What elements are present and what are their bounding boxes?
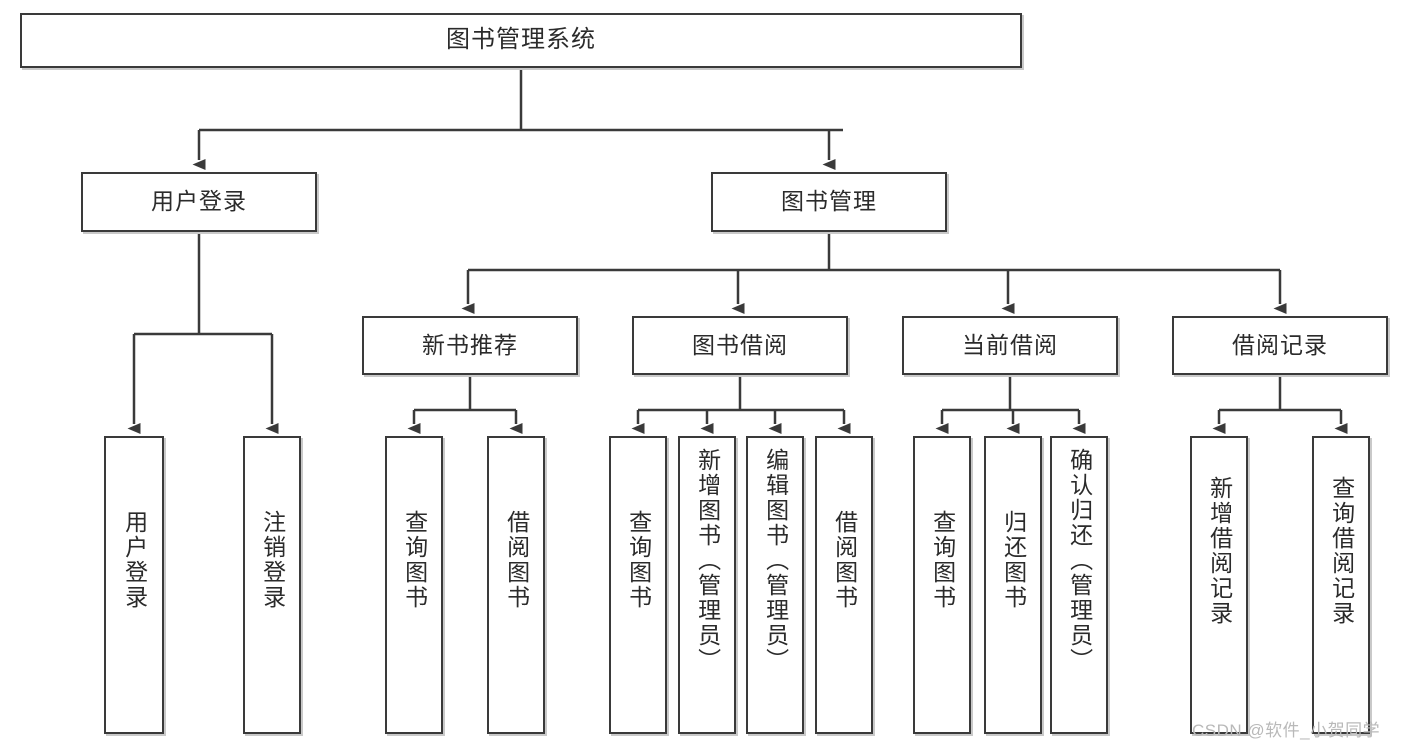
node-label: 用户登录 <box>151 188 247 215</box>
node-label: 用户登录 <box>121 510 148 610</box>
leaf-edit-book-admin[interactable]: 编辑图书（管理员） <box>746 436 804 734</box>
node-label: 图书管理系统 <box>446 26 596 54</box>
node-label: 编辑图书（管理员） <box>762 448 789 673</box>
node-label: 新增图书（管理员） <box>694 448 721 673</box>
node-book-borrow[interactable]: 图书借阅 <box>632 316 848 375</box>
node-label: 借阅图书 <box>831 510 858 610</box>
node-new-book-recommend[interactable]: 新书推荐 <box>362 316 578 375</box>
node-label: 借阅记录 <box>1232 331 1328 358</box>
node-label: 查询图书 <box>401 510 428 610</box>
node-label: 借阅图书 <box>503 510 530 610</box>
node-label: 当前借阅 <box>962 331 1058 358</box>
leaf-add-book-admin[interactable]: 新增图书（管理员） <box>678 436 736 734</box>
leaf-add-borrow-record[interactable]: 新增借阅记录 <box>1190 436 1248 734</box>
node-label: 图书管理 <box>781 188 877 215</box>
leaf-return-book[interactable]: 归还图书 <box>984 436 1042 734</box>
node-label: 查询图书 <box>929 510 956 610</box>
leaf-query-book-recommend[interactable]: 查询图书 <box>385 436 443 734</box>
node-label: 新书推荐 <box>422 331 518 358</box>
node-user-login[interactable]: 用户登录 <box>81 172 317 232</box>
leaf-query-book-current[interactable]: 查询图书 <box>913 436 971 734</box>
leaf-user-login[interactable]: 用户登录 <box>104 436 164 734</box>
leaf-query-book-borrow[interactable]: 查询图书 <box>609 436 667 734</box>
node-root-system[interactable]: 图书管理系统 <box>20 13 1022 68</box>
node-label: 归还图书 <box>1000 510 1027 610</box>
leaf-confirm-return-admin[interactable]: 确认归还（管理员） <box>1050 436 1108 734</box>
leaf-borrow-book-recommend[interactable]: 借阅图书 <box>487 436 545 734</box>
node-borrow-record[interactable]: 借阅记录 <box>1172 316 1388 375</box>
node-label: 图书借阅 <box>692 331 788 358</box>
csdn-watermark: CSDN @软件_小贺同学 <box>1192 721 1381 740</box>
node-label: 新增借阅记录 <box>1206 476 1233 626</box>
node-book-management[interactable]: 图书管理 <box>711 172 947 232</box>
node-current-borrow[interactable]: 当前借阅 <box>902 316 1118 375</box>
leaf-logout[interactable]: 注销登录 <box>243 436 301 734</box>
node-label: 确认归还（管理员） <box>1066 448 1093 673</box>
node-label: 查询借阅记录 <box>1328 476 1355 626</box>
leaf-query-borrow-record[interactable]: 查询借阅记录 <box>1312 436 1370 734</box>
node-label: 注销登录 <box>259 510 286 610</box>
leaf-borrow-book[interactable]: 借阅图书 <box>815 436 873 734</box>
node-label: 查询图书 <box>625 510 652 610</box>
